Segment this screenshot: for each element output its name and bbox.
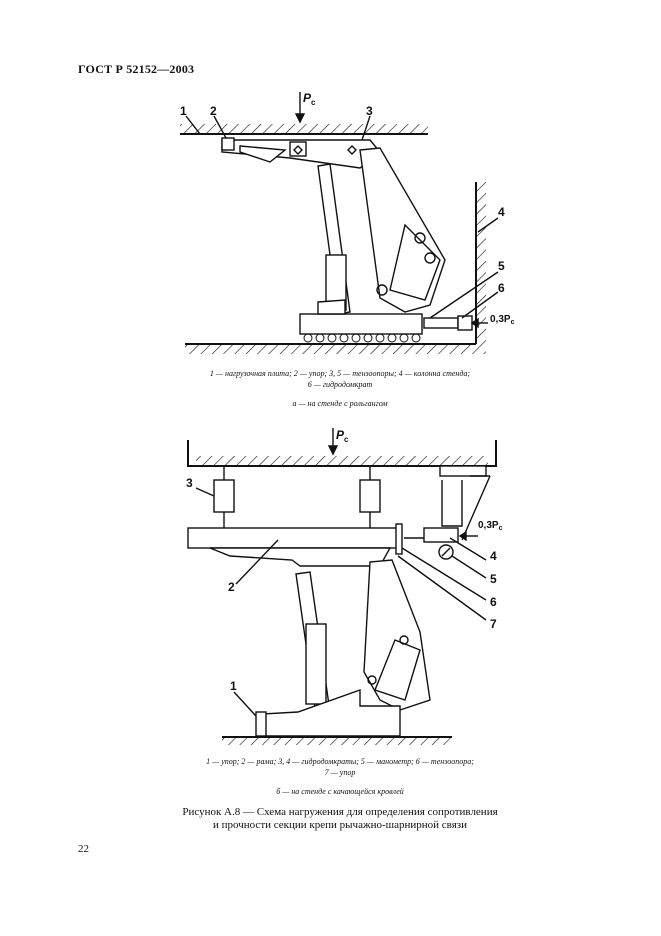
- label-b-7: 7: [490, 617, 497, 631]
- label-a-4: 4: [498, 205, 505, 219]
- subcaption-a: а — на стенде с рольгангом: [292, 399, 388, 408]
- label-b-4: 4: [490, 549, 497, 563]
- label-b-3: 3: [186, 476, 193, 490]
- subcaption-b: б — на стенде с качающейся кровлей: [276, 787, 404, 796]
- figure-caption-line1: Рисунок А.8 — Схема нагружения для опред…: [182, 806, 498, 818]
- label-a-6: 6: [498, 281, 505, 295]
- label-b-6: 6: [490, 595, 497, 609]
- page-number: 22: [78, 843, 89, 855]
- label-b-1: 1: [230, 679, 237, 693]
- force-label-b: 0,3Pс: [478, 520, 503, 532]
- legend-b-line2: 7 — упор: [324, 768, 356, 777]
- label-a-1: 1: [180, 104, 187, 118]
- load-label-b: Pс: [336, 428, 349, 444]
- legend-b-line1: 1 — упор; 2 — рама; 3, 4 — гидродомкраты…: [206, 757, 474, 766]
- load-label-a: Pс: [303, 91, 316, 107]
- label-a-3: 3: [366, 104, 373, 118]
- label-a-5: 5: [498, 259, 505, 273]
- force-label-a: 0,3Pс: [490, 314, 515, 326]
- label-b-5: 5: [490, 572, 497, 586]
- legend-a-line2: 6 — гидродомкрат: [307, 380, 373, 389]
- document-header: ГОСТ Р 52152—2003: [78, 62, 195, 76]
- legend-a-line1: 1 — нагрузочная плита; 2 — упор; 3, 5 — …: [209, 369, 471, 378]
- label-a-2: 2: [210, 104, 217, 118]
- figure-caption-line2: и прочности секции крепи рычажно-шарнирн…: [213, 819, 467, 831]
- label-b-2: 2: [228, 580, 235, 594]
